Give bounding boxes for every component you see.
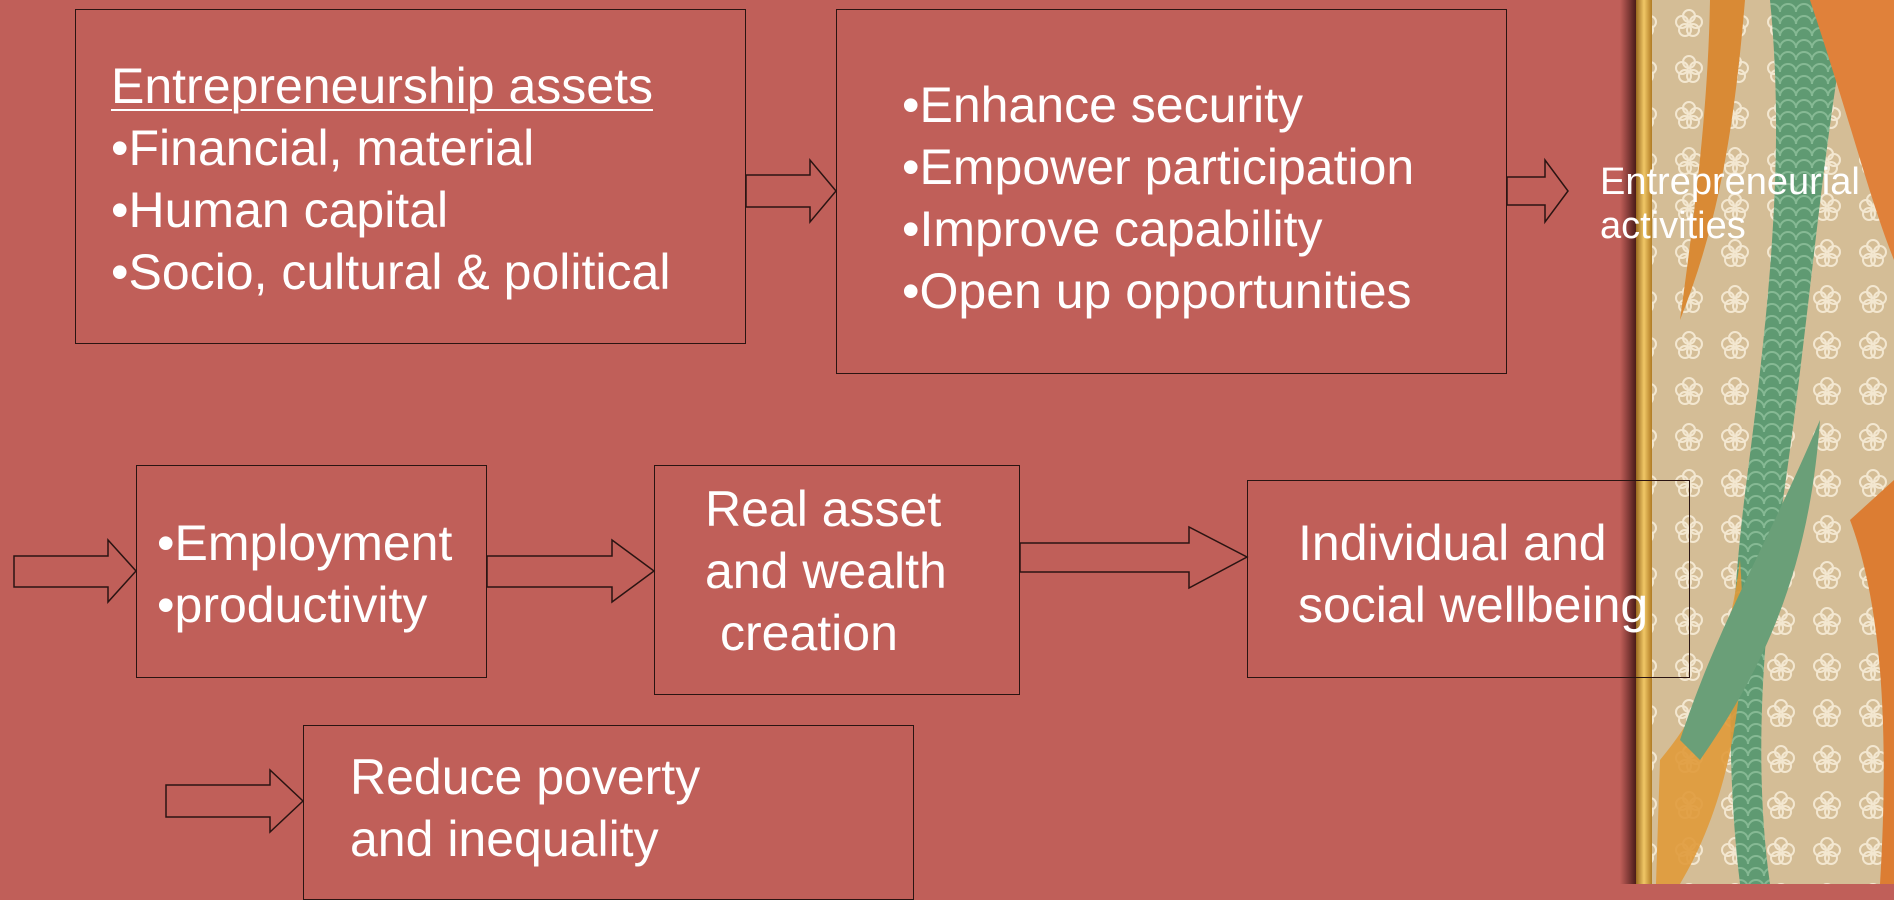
wellbeing-box: Individual and social wellbeing xyxy=(1247,480,1690,678)
decorative-side-panel xyxy=(1620,0,1894,884)
wellbeing-line: social wellbeing xyxy=(1298,577,1649,633)
activities-label-line: Entrepreneurial xyxy=(1600,161,1860,203)
assets-item: •Financial, material xyxy=(111,120,535,176)
employment-item: •Employment xyxy=(157,515,453,571)
poverty-line: and inequality xyxy=(350,811,659,867)
wealth-line: creation xyxy=(720,605,898,661)
right-arrow-icon xyxy=(1506,157,1569,225)
effects-box: •Enhance security •Empower participation… xyxy=(836,9,1507,374)
effects-item: •Improve capability xyxy=(902,201,1323,257)
activities-label: Entrepreneurial activities xyxy=(1600,160,1860,248)
right-arrow-icon xyxy=(486,538,656,604)
activities-label-line: activities xyxy=(1600,205,1746,247)
effects-item: •Enhance security xyxy=(902,77,1304,133)
right-arrow-icon xyxy=(1019,525,1249,590)
wealth-line: and wealth xyxy=(705,543,947,599)
wellbeing-line: Individual and xyxy=(1298,515,1607,571)
right-arrow-icon xyxy=(165,768,305,834)
wealth-box: Real asset and wealth creation xyxy=(654,465,1020,695)
assets-box: Entrepreneurship assets •Financial, mate… xyxy=(75,9,746,344)
poverty-line: Reduce poverty xyxy=(350,749,701,805)
assets-item: •Socio, cultural & political xyxy=(111,244,671,300)
right-arrow-icon xyxy=(13,538,138,604)
assets-item: •Human capital xyxy=(111,182,449,238)
effects-item: •Empower participation xyxy=(902,139,1415,195)
assets-title: Entrepreneurship assets xyxy=(111,58,653,114)
effects-item: •Open up opportunities xyxy=(902,263,1412,319)
poverty-box: Reduce poverty and inequality xyxy=(303,725,914,900)
wealth-line: Real asset xyxy=(705,481,942,537)
right-arrow-icon xyxy=(745,157,837,225)
employment-item: •productivity xyxy=(157,577,428,633)
employment-box: •Employment •productivity xyxy=(136,465,487,678)
